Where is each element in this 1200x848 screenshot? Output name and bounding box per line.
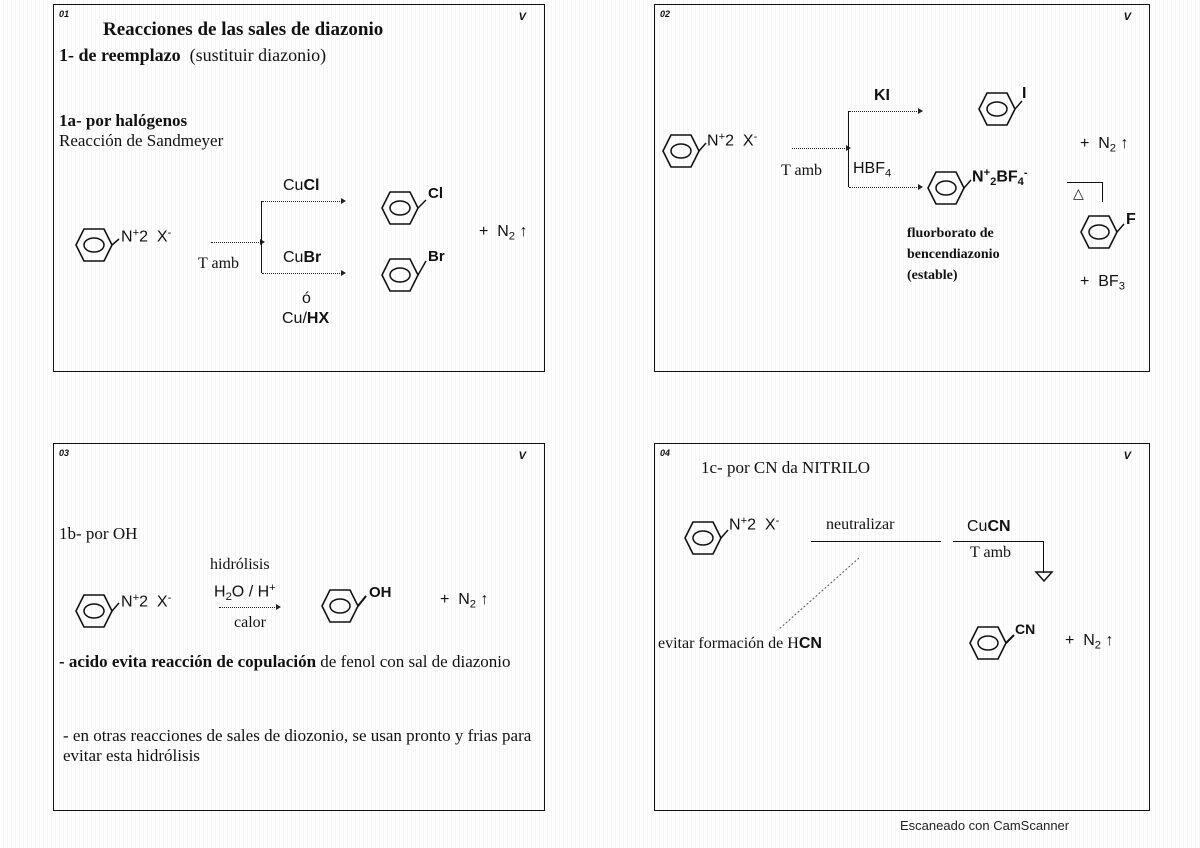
product-i-substituent: I [1022, 85, 1027, 102]
reactant-formula: N+2 X- [729, 515, 780, 534]
reaction-arrow [792, 145, 851, 151]
reagent-ki: KI [874, 87, 890, 104]
intermediate-salt: N+2BF4- [972, 167, 1028, 188]
product-cn-substituent: CN [1015, 621, 1036, 637]
byproduct-bf3: + BF3 [1080, 273, 1125, 293]
benzene-ring-icon [1080, 215, 1125, 249]
reagent-cuhx: Cu/HX [282, 310, 330, 327]
reaction-arrow [211, 239, 265, 245]
or-label: ó [302, 290, 311, 307]
section-heading: 1c- por CN da NITRILO [701, 458, 871, 477]
benzene-ring-icon [978, 92, 1023, 126]
product-br-substituent: Br [428, 248, 445, 265]
benzene-ring-icon [662, 134, 707, 168]
slide-01: 01 V Reacciones de las sales de diazonio… [53, 4, 545, 372]
slide-02: 02 V N+2 X- T amb KI HBF4 I N+2BF4- △ F … [654, 4, 1150, 372]
down-arrow-line [1043, 541, 1044, 573]
product-cl-substituent: Cl [428, 185, 443, 202]
slide-title: Reacciones de las sales de diazonio [103, 19, 384, 40]
reagent-cucn: CuCN [967, 518, 1011, 535]
byproduct-n2: + N2 ↑ [1080, 135, 1129, 155]
branch-arrow-2 [849, 184, 923, 190]
benzene-ring-icon [75, 228, 120, 262]
benzene-ring-icon [381, 191, 427, 225]
subtitle-rest: (sustituir diazonio) [189, 45, 327, 65]
slide-03: 03 V 1b- por OH hidrólisis N+2 X- H2O / … [53, 443, 545, 811]
slide-04: 04 V 1c- por CN da NITRILO N+2 X- neutra… [654, 443, 1150, 811]
section-heading: 1a- por halógenos [59, 111, 188, 130]
slide-number: 01 [59, 9, 70, 19]
benzene-ring-icon [969, 626, 1015, 660]
step-label: neutralizar [826, 516, 895, 533]
arrow-down-icon [1034, 571, 1054, 583]
byproduct-n2: + N2 ↑ [440, 591, 489, 611]
benzene-ring-icon [321, 589, 367, 623]
benzene-ring-icon [381, 258, 427, 292]
condition-label: T amb [198, 255, 240, 272]
reagent-cucl: CuCl [283, 177, 320, 194]
byproduct-n2: + N2 ↑ [479, 223, 528, 243]
branch-line [848, 111, 849, 187]
check-mark: V [1123, 450, 1131, 462]
benzene-ring-icon [684, 521, 729, 555]
branch-arrow-1 [262, 198, 346, 204]
below-arrow-label: calor [234, 614, 266, 631]
product-oh-substituent: OH [369, 584, 392, 601]
reactant-formula: N+2 X- [121, 227, 172, 246]
branch-arrow-1 [849, 108, 923, 114]
reactant-formula: N+2 X- [121, 592, 172, 611]
note-2: - en otras reacciones de sales de diozon… [63, 726, 532, 765]
intermediate-note: fluorborato de bencendiazonio (estable) [907, 226, 1000, 283]
section-heading: 1b- por OH [59, 524, 138, 543]
reagent-cubr: CuBr [283, 249, 322, 266]
reactant-formula: N+2 X- [707, 131, 758, 150]
note-avoid-hcn: evitar formación de HCN [658, 635, 822, 652]
check-mark: V [1123, 11, 1131, 23]
benzene-ring-icon [927, 171, 972, 205]
subtitle: 1- de reemplazo (sustituir diazonio) [59, 45, 326, 66]
section-subheading: Reacción de Sandmeyer [59, 131, 224, 150]
above-arrow-label: hidrólisis [210, 556, 270, 573]
slide-number: 04 [660, 448, 671, 458]
reagent-hbf4: HBF4 [853, 160, 892, 180]
check-mark: V [518, 450, 526, 462]
reagent-line [953, 541, 1043, 542]
byproduct-n2: + N2 ↑ [1065, 632, 1114, 652]
reagent-h2o: H2O / H+ [214, 582, 276, 603]
annotation-pointer-line [777, 557, 860, 631]
note-1: - acido evita reacción de copulación de … [59, 652, 511, 671]
branch-arrow-2 [262, 270, 346, 276]
product-f-substituent: F [1126, 211, 1136, 228]
slide-number: 02 [660, 9, 671, 19]
subtitle-bold: 1- de reemplazo [59, 45, 181, 65]
condition-label: T amb [970, 544, 1012, 561]
benzene-ring-icon [75, 594, 120, 628]
check-mark: V [518, 11, 526, 23]
slide-number: 03 [59, 448, 70, 458]
scanner-watermark: Escaneado con CamScanner [900, 818, 1070, 833]
branch-line [261, 201, 262, 273]
condition-label: T amb [781, 162, 823, 179]
heat-arrow-down [1102, 182, 1103, 202]
heat-arrow-line [1067, 182, 1103, 183]
reaction-arrow [219, 604, 281, 610]
reaction-arrow [811, 541, 941, 542]
heat-symbol: △ [1073, 185, 1084, 201]
